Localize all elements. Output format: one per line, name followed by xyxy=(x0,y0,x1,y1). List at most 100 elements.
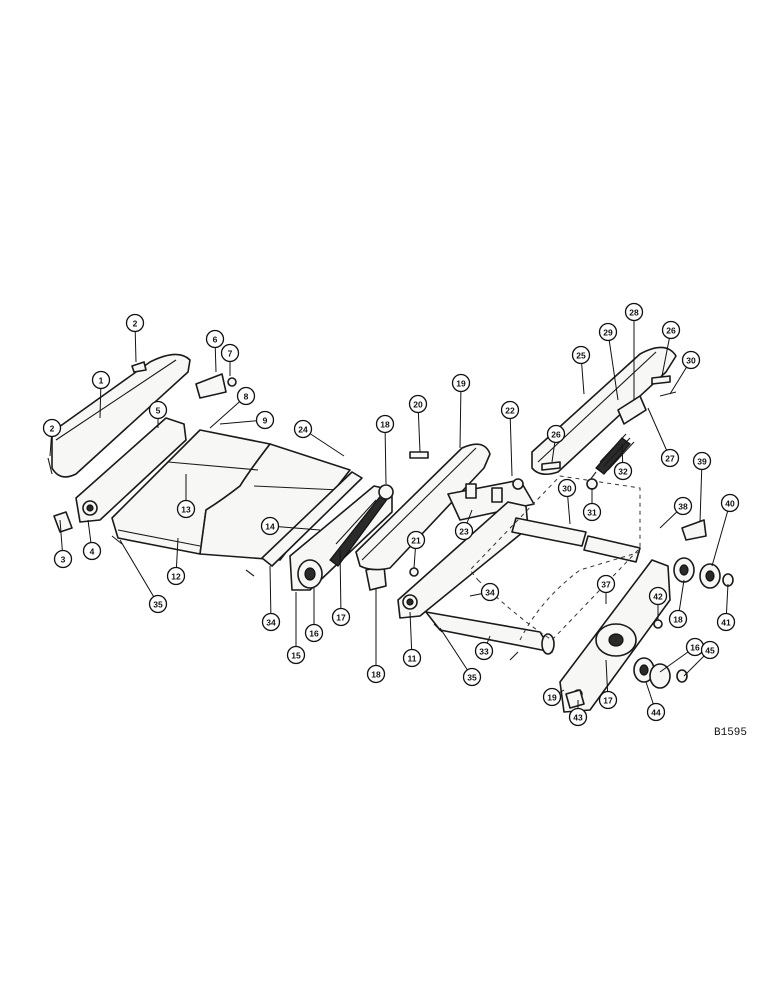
callout-23: 23 xyxy=(454,521,474,541)
leader-line xyxy=(119,539,159,605)
callout-14: 14 xyxy=(260,516,280,536)
callout-43: 43 xyxy=(568,707,588,727)
callout-38: 38 xyxy=(673,496,693,516)
callout-17: 17 xyxy=(331,607,351,627)
callout-number: 31 xyxy=(587,508,597,518)
callout-number: 24 xyxy=(298,425,308,435)
callout-33: 33 xyxy=(474,641,494,661)
callout-circle xyxy=(451,373,471,393)
leader-line xyxy=(711,502,731,567)
callout-44: 44 xyxy=(646,702,666,722)
callout-34: 34 xyxy=(480,582,500,602)
callout-circle xyxy=(716,612,736,632)
callout-number: 15 xyxy=(291,651,301,661)
callout-39: 39 xyxy=(692,451,712,471)
callout-16: 16 xyxy=(304,623,324,643)
callout-4: 4 xyxy=(82,541,102,561)
callout-circle xyxy=(454,521,474,541)
callout-16: 16 xyxy=(685,637,705,657)
callout-circle xyxy=(293,419,313,439)
middle-conveyor-assembly xyxy=(355,443,641,661)
callout-circle xyxy=(220,343,240,363)
leader-line xyxy=(459,382,462,449)
callout-circle xyxy=(546,424,566,444)
callout-26: 26 xyxy=(661,320,681,340)
callout-number: 22 xyxy=(505,406,515,416)
callout-18: 18 xyxy=(366,664,386,684)
callout-circle xyxy=(375,414,395,434)
leader-line xyxy=(509,409,513,477)
callout-number: 18 xyxy=(371,670,381,680)
callout-35: 35 xyxy=(148,594,168,614)
callout-circle xyxy=(402,648,422,668)
callout-number: 19 xyxy=(456,379,466,389)
callout-circle xyxy=(304,623,324,643)
callout-circle xyxy=(700,640,720,660)
callout-26: 26 xyxy=(546,424,566,444)
callout-37: 37 xyxy=(596,574,616,594)
callout-17: 17 xyxy=(598,690,618,710)
callout-circle xyxy=(205,329,225,349)
callout-18: 18 xyxy=(375,414,395,434)
callout-number: 12 xyxy=(171,572,181,582)
callout-19: 19 xyxy=(451,373,471,393)
callout-number: 7 xyxy=(228,349,233,359)
callout-number: 26 xyxy=(551,430,561,440)
callout-number: 6 xyxy=(213,335,218,345)
callout-circle xyxy=(673,496,693,516)
leader-line xyxy=(439,627,473,678)
callout-19: 19 xyxy=(542,687,562,707)
callout-11: 11 xyxy=(402,648,422,668)
callout-circle xyxy=(571,345,591,365)
callout-40: 40 xyxy=(720,493,740,513)
callout-circle xyxy=(176,499,196,519)
callout-number: 34 xyxy=(266,618,276,628)
callout-8: 8 xyxy=(236,386,256,406)
callout-number: 19 xyxy=(547,693,557,703)
callout-number: 37 xyxy=(601,580,611,590)
callout-number: 29 xyxy=(603,328,613,338)
callout-number: 16 xyxy=(309,629,319,639)
callout-circle xyxy=(82,541,102,561)
callout-circle xyxy=(148,400,168,420)
callout-number: 8 xyxy=(244,392,249,402)
callout-circle xyxy=(582,502,602,522)
callout-circle xyxy=(148,594,168,614)
callout-circle xyxy=(624,302,644,322)
callout-number: 27 xyxy=(665,454,675,464)
callout-30: 30 xyxy=(557,478,577,498)
callout-42: 42 xyxy=(648,586,668,606)
callout-circle xyxy=(331,607,351,627)
callout-circle xyxy=(598,322,618,342)
callout-5: 5 xyxy=(148,400,168,420)
callout-number: 20 xyxy=(413,400,423,410)
right-conveyor-assembly xyxy=(531,346,734,713)
callout-circle xyxy=(720,493,740,513)
callout-number: 30 xyxy=(686,356,696,366)
callout-15: 15 xyxy=(286,645,306,665)
callout-9: 9 xyxy=(255,410,275,430)
callout-circle xyxy=(500,400,520,420)
figure-id-label: B1595 xyxy=(714,727,747,739)
callout-number: 3 xyxy=(61,555,66,565)
callout-24: 24 xyxy=(293,419,313,439)
callout-number: 21 xyxy=(411,536,421,546)
callout-circle xyxy=(681,350,701,370)
callout-number: 35 xyxy=(153,600,163,610)
callout-circle xyxy=(408,394,428,414)
callout-number: 38 xyxy=(678,502,688,512)
callout-27: 27 xyxy=(660,448,680,468)
callout-circle xyxy=(261,612,281,632)
callout-number: 33 xyxy=(479,647,489,657)
callout-18: 18 xyxy=(668,609,688,629)
callout-circle xyxy=(648,586,668,606)
callout-number: 42 xyxy=(653,592,663,602)
callout-circle xyxy=(255,410,275,430)
callout-number: 30 xyxy=(562,484,572,494)
callout-number: 17 xyxy=(336,613,346,623)
callout-2: 2 xyxy=(42,418,62,438)
callout-number: 45 xyxy=(705,646,715,656)
callout-7: 7 xyxy=(220,343,240,363)
callout-number: 40 xyxy=(725,499,735,509)
